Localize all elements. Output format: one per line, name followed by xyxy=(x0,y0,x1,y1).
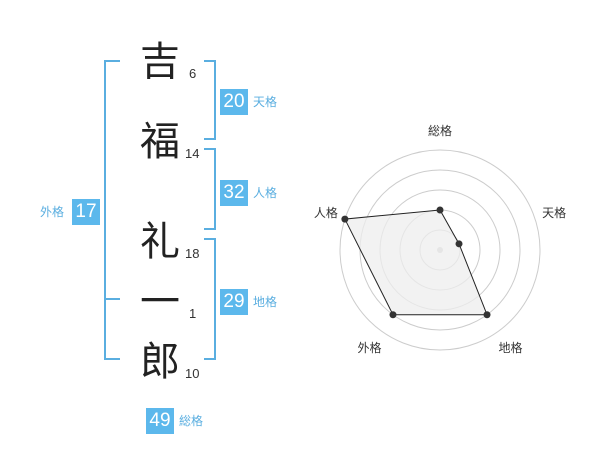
radar-axis-label-2: 天格 xyxy=(542,206,567,221)
radar-axis-label-5: 人格 xyxy=(313,206,338,221)
chikaku-bracket-top xyxy=(204,238,216,240)
radar-point-1 xyxy=(436,206,444,214)
radar-series-polygon xyxy=(344,209,488,316)
tenkaku-bracket-spine xyxy=(214,60,216,140)
jinkaku-label: 人格 xyxy=(253,186,278,200)
tenkaku-value-badge: 20 xyxy=(220,89,248,115)
stroke-count-5: 10 xyxy=(185,366,200,381)
radar-axis-label-3: 地格 xyxy=(498,340,523,355)
soukaku-value-badge: 49 xyxy=(146,408,174,434)
chikaku-bracket-spine xyxy=(214,238,216,360)
soukaku-label: 総格 xyxy=(179,414,204,428)
stroke-count-3: 18 xyxy=(185,246,200,261)
name-char-1: 吉 xyxy=(140,39,180,85)
radar-axis-label-1: 総格 xyxy=(428,123,453,138)
gaikaku-bracket-spine xyxy=(104,60,106,360)
tenkaku-bracket-top xyxy=(204,60,216,62)
chikaku-label: 地格 xyxy=(253,295,278,309)
gaikaku-bracket-bottom xyxy=(104,358,120,360)
stroke-count-1: 6 xyxy=(189,66,197,81)
tenkaku-label: 天格 xyxy=(253,95,278,109)
radar-point-3 xyxy=(483,311,491,319)
tenkaku-bracket-bottom xyxy=(204,138,216,140)
stroke-count-2: 14 xyxy=(185,146,200,161)
jinkaku-bracket-spine xyxy=(214,148,216,230)
name-char-4: 一 xyxy=(140,279,180,325)
gaikaku-bracket-top xyxy=(104,60,120,62)
radar-point-4 xyxy=(389,311,397,319)
chikaku-bracket-bottom xyxy=(204,358,216,360)
jinkaku-bracket-bottom xyxy=(204,228,216,230)
name-char-2: 福 xyxy=(140,119,180,165)
gaikaku-value-badge: 17 xyxy=(72,199,100,225)
chikaku-value-badge: 29 xyxy=(220,289,248,315)
radar-axis-label-4: 外格 xyxy=(357,340,382,355)
jinkaku-bracket-top xyxy=(204,148,216,150)
gaikaku-label: 外格 xyxy=(40,205,65,219)
stroke-count-4: 1 xyxy=(189,306,197,321)
radar-point-2 xyxy=(455,240,463,248)
radar-point-5 xyxy=(341,215,349,223)
gaikaku-bracket-middle xyxy=(104,298,120,300)
name-char-3: 礼 xyxy=(140,219,180,265)
name-char-5: 郎 xyxy=(140,339,180,385)
radar-grid-ring xyxy=(339,149,541,351)
jinkaku-value-badge: 32 xyxy=(220,180,248,206)
